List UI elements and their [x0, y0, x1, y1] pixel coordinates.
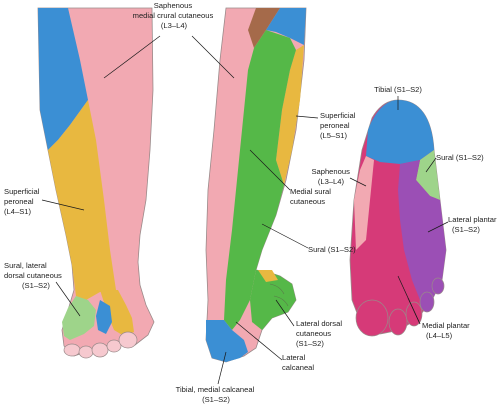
posterior-blue-top: [266, 8, 306, 45]
leader-superficial-peroneal-left: [41, 199, 85, 211]
sole-sural-region: [416, 150, 440, 200]
sole-toe-4: [419, 291, 435, 313]
label-superficial-peroneal-mid: Superficial peroneal (L5–S1): [320, 111, 358, 140]
leader-sural-sole: [425, 157, 437, 173]
anterior-leg: [37, 7, 155, 359]
leader-lateral-calcaneal: [235, 321, 283, 361]
label-lateral-dorsal-line-3: (S1–S2): [296, 339, 324, 348]
label-lateral-calcaneal: Lateral calcaneal: [282, 353, 314, 372]
leader-sural-lateral-dorsal: [55, 281, 81, 317]
label-sural-lateral-dorsal-line-3: (S1–S2): [22, 281, 50, 290]
anterior-tibial-region: [38, 8, 88, 150]
label-superficial-peroneal-left-line-2: peroneal: [4, 197, 34, 206]
sole-toe-5: [431, 277, 445, 295]
label-sural-lateral-dorsal-line-1: Sural, lateral: [4, 261, 47, 270]
label-superficial-peroneal-left-line-3: (L4–S1): [4, 207, 31, 216]
leader-lines: [41, 35, 449, 385]
leader-sural-mid: [261, 223, 309, 249]
sole-toe-2: [388, 308, 408, 336]
posterior-brown-region: [248, 8, 280, 48]
label-saphenous-top-line-2: medial crural cutaneous: [133, 11, 214, 20]
leader-lateral-dorsal: [275, 299, 295, 327]
sole-lateral-plantar-region: [398, 160, 446, 300]
sole-saphenous-region: [354, 156, 374, 250]
label-medial-plantar-line-2: (L4–L5): [426, 331, 453, 340]
label-tibial-medial-calcaneal-line-2: (S1–S2): [202, 395, 230, 404]
posterior-lateral-dorsal-region: [250, 270, 296, 330]
posterior-toe-line-2: [273, 295, 289, 307]
sole-toes: [355, 277, 445, 337]
label-superficial-peroneal-left-line-1: Superficial: [4, 187, 40, 196]
label-lateral-plantar: Lateral plantar (S1–S2): [448, 215, 499, 234]
label-sural-sole: Sural (S1–S2): [436, 153, 484, 162]
leader-saphenous-top-a: [103, 35, 161, 79]
label-medial-plantar-line-1: Medial plantar: [422, 321, 470, 330]
label-superficial-peroneal-mid-line-3: (L5–S1): [320, 131, 347, 140]
leader-saphenous-sole: [349, 177, 367, 187]
label-sural-lateral-dorsal-line-2: dorsal cutaneous: [4, 271, 62, 280]
label-tibial-sole: Tibial (S1–S2): [374, 85, 422, 94]
posterior-leg: [205, 7, 307, 363]
leader-saphenous-top-b: [191, 35, 235, 79]
anterior-sural-region: [62, 296, 96, 340]
label-lateral-calcaneal-line-1: Lateral: [282, 353, 306, 362]
label-medial-plantar: Medial plantar (L4–L5): [422, 321, 472, 340]
label-medial-sural-line-2: cutaneous: [290, 197, 325, 206]
label-medial-sural: Medial sural cutaneous: [290, 187, 333, 206]
leader-superficial-peroneal-mid: [295, 115, 319, 119]
label-saphenous-sole: Saphenous (L3–L4): [311, 167, 352, 186]
plantar-sole: [349, 99, 447, 337]
label-saphenous-sole-line-2: (L3–L4): [318, 177, 345, 186]
anterior-toes: [63, 331, 138, 359]
labels: Saphenous medial crural cutaneous (L3–L4…: [4, 1, 499, 404]
label-sural-sole-line-1: Sural (S1–S2): [436, 153, 484, 162]
anterior-deep-peroneal-region: [96, 300, 112, 334]
leader-tibial-medial-calcaneal: [217, 351, 227, 385]
label-sural-mid: Sural (S1–S2): [308, 245, 356, 254]
posterior-toes: [269, 283, 289, 307]
leader-lateral-plantar: [427, 221, 449, 233]
label-superficial-peroneal-mid-line-1: Superficial: [320, 111, 356, 120]
anterior-toe-4: [106, 339, 122, 353]
anterior-toe-5: [118, 331, 138, 349]
label-tibial-medial-calcaneal-line-1: Tibial, medial calcaneal: [176, 385, 255, 394]
anterior-toe-3: [91, 342, 109, 358]
posterior-superficial-peroneal-region: [276, 45, 304, 185]
posterior-yellow-toe: [258, 270, 278, 282]
leader-medial-plantar-b: [407, 297, 421, 325]
label-sural-lateral-dorsal: Sural, lateral dorsal cutaneous (S1–S2): [4, 261, 64, 290]
anterior-toe-2: [78, 345, 94, 359]
posterior-toe-line-1: [269, 283, 285, 295]
label-lateral-dorsal-line-1: Lateral dorsal: [296, 319, 342, 328]
sole-toe-big: [355, 299, 389, 337]
label-superficial-peroneal-left: Superficial peroneal (L4–S1): [4, 187, 42, 216]
label-saphenous-top-line-1: Saphenous: [154, 1, 193, 10]
label-lateral-plantar-line-1: Lateral plantar: [448, 215, 497, 224]
label-lateral-plantar-line-2: (S1–S2): [452, 225, 480, 234]
label-saphenous-sole-line-1: Saphenous: [311, 167, 350, 176]
posterior-sural-region: [224, 30, 296, 330]
label-superficial-peroneal-mid-line-2: peroneal: [320, 121, 350, 130]
leader-medial-sural: [249, 149, 291, 191]
label-medial-sural-line-1: Medial sural: [290, 187, 331, 196]
label-sural-mid-line-1: Sural (S1–S2): [308, 245, 356, 254]
label-lateral-dorsal-line-2: cutaneous: [296, 329, 331, 338]
label-lateral-calcaneal-line-2: calcaneal: [282, 363, 314, 372]
anterior-dorsum-yellow: [100, 290, 134, 336]
posterior-heel-region: [206, 320, 248, 362]
label-lateral-dorsal: Lateral dorsal cutaneous (S1–S2): [296, 319, 344, 348]
sole-tibial-region: [366, 100, 434, 164]
label-tibial-medial-calcaneal: Tibial, medial calcaneal (S1–S2): [176, 385, 257, 404]
label-saphenous-top: Saphenous medial crural cutaneous (L3–L4…: [133, 1, 216, 30]
label-saphenous-top-line-3: (L3–L4): [161, 21, 188, 30]
label-tibial-sole-line-1: Tibial (S1–S2): [374, 85, 422, 94]
anterior-toe-1: [63, 343, 81, 357]
anterior-superficial-peroneal-region: [48, 100, 116, 300]
